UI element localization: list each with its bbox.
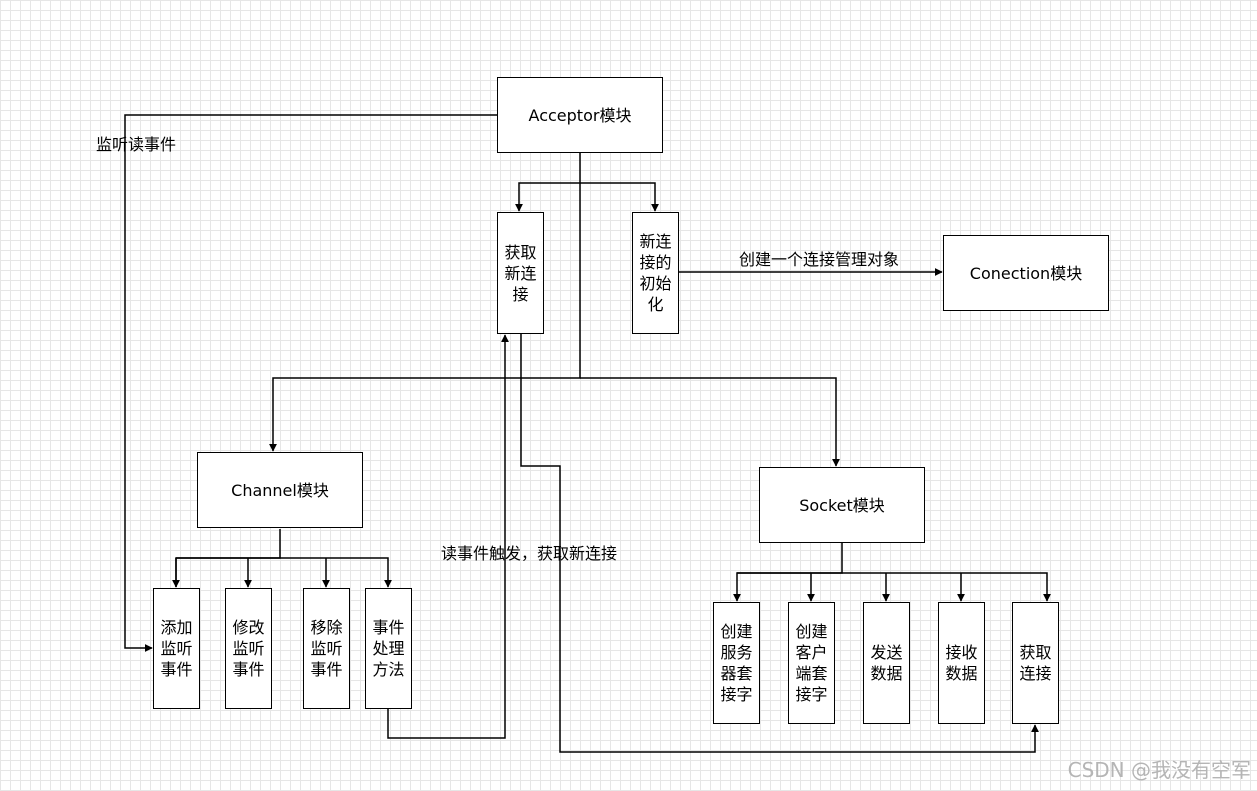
remove-listen-event-node: 移除监听事件 [303, 588, 350, 709]
read-trigger-edge [387, 334, 509, 739]
create-server-socket-node: 创建服务器套接字 [713, 602, 760, 724]
socket-module-node: Socket模块 [759, 467, 925, 543]
add-listen-event-node: 添加监听事件 [153, 588, 200, 709]
listen-read-event-label: 监听读事件 [96, 135, 177, 154]
get-new-conn-node: 获取新连接 [497, 212, 544, 334]
send-data-node: 发送数据 [863, 602, 910, 724]
modify-listen-event-node: 修改监听事件 [225, 588, 272, 709]
acceptor-to-socket-edge [580, 377, 840, 467]
channel-module-node: Channel模块 [197, 452, 363, 528]
get-new-conn-to-get-conn-edge [520, 333, 1039, 753]
create-manager-label: 创建一个连接管理对象 [739, 250, 900, 269]
socket-fork [733, 543, 843, 602]
watermark: CSDN @我没有空军 [1067, 758, 1251, 782]
listen-read-event-edge [124, 114, 497, 652]
conection-module-node: Conection模块 [943, 235, 1109, 311]
acceptor-to-new-conn-init-edge [580, 182, 659, 212]
get-conn-node: 获取连接 [1012, 602, 1059, 724]
acceptor-to-channel-edge [269, 183, 581, 452]
event-handler-node: 事件处理方法 [365, 588, 412, 709]
acceptor-module-node: Acceptor模块 [497, 77, 663, 153]
read-trigger-label: 读事件触发，获取新连接 [441, 544, 618, 563]
acceptor-to-get-new-conn-edge [515, 153, 581, 212]
recv-data-node: 接收数据 [938, 602, 985, 724]
create-client-socket-node: 创建客户端套接字 [788, 602, 835, 724]
new-conn-init-node: 新连接的初始化 [632, 212, 679, 334]
